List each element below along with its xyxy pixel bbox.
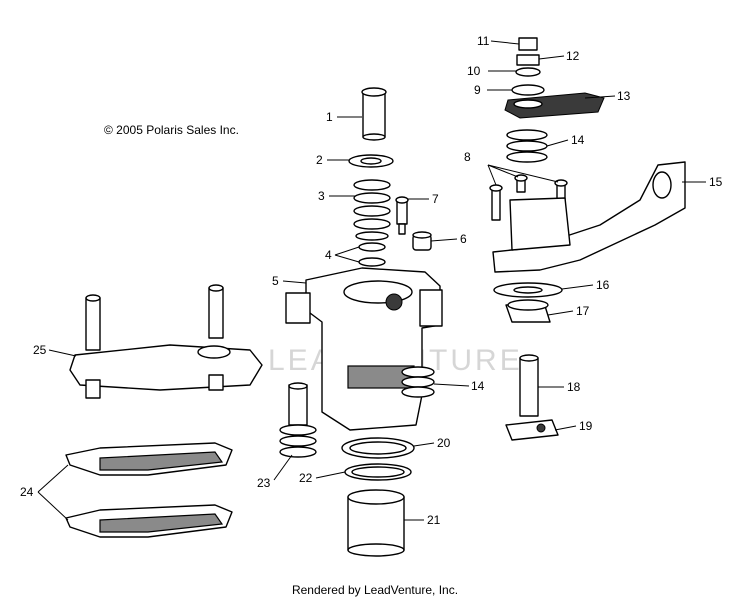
part-13-arm — [504, 92, 605, 119]
callout-18: 18 — [567, 380, 581, 394]
callout-3: 3 — [318, 189, 325, 203]
part-6-cap — [412, 231, 432, 251]
callout-5: 5 — [272, 274, 279, 288]
part-11-nut — [518, 37, 538, 51]
part-9-washer — [511, 84, 545, 96]
callout-14-upper: 14 — [571, 133, 585, 147]
callout-22: 22 — [299, 471, 313, 485]
part-18-shaft — [519, 354, 539, 417]
part-20-seal — [341, 437, 415, 459]
callout-8: 8 — [464, 150, 471, 164]
part-19-lever — [505, 419, 559, 441]
callout-6: 6 — [460, 232, 467, 246]
callout-12: 12 — [566, 49, 580, 63]
part-10-washer — [515, 67, 541, 77]
callout-4: 4 — [325, 248, 332, 262]
part-7-bleeder-valve — [395, 196, 409, 235]
part-24-brake-pad-lower — [65, 504, 233, 538]
part-14-boot-upper — [506, 129, 548, 163]
callout-15: 15 — [709, 175, 723, 189]
callout-1: 1 — [326, 110, 333, 124]
callout-21: 21 — [427, 513, 441, 527]
footer-credit: Rendered by LeadVenture, Inc. — [291, 583, 459, 597]
part-25-bracket — [69, 284, 263, 399]
callout-11: 11 — [477, 34, 490, 48]
callout-19: 19 — [579, 419, 593, 433]
part-16-gasket — [493, 282, 563, 298]
callout-labels: 1 2 3 4 5 6 7 8 9 10 11 12 13 14 14 15 1… — [20, 34, 723, 527]
part-2-washer — [348, 154, 394, 168]
part-24-brake-pad-upper — [65, 442, 233, 476]
part-1-pin — [361, 87, 387, 141]
callout-23: 23 — [257, 476, 271, 490]
copyright-text: © 2005 Polaris Sales Inc. — [104, 123, 239, 137]
leader-lines — [37, 40, 706, 521]
part-17-cam — [505, 299, 551, 323]
callout-20: 20 — [437, 436, 451, 450]
callout-9: 9 — [474, 83, 481, 97]
callout-16: 16 — [596, 278, 610, 292]
part-12-nut — [516, 54, 540, 66]
part-21-piston — [347, 489, 405, 557]
part-4-o-rings — [358, 242, 386, 267]
part-14-boot-lower — [401, 366, 435, 398]
callout-24: 24 — [20, 485, 34, 499]
callout-17: 17 — [576, 304, 590, 318]
callout-14-lower: 14 — [471, 379, 485, 393]
part-22-seal — [344, 463, 412, 481]
callout-7: 7 — [432, 192, 439, 206]
callout-10: 10 — [467, 64, 481, 78]
callout-2: 2 — [316, 153, 323, 167]
part-15-mount-bracket — [492, 161, 686, 273]
callout-25: 25 — [33, 343, 47, 357]
callout-13: 13 — [617, 89, 631, 103]
part-3-spring — [353, 179, 391, 241]
part-23-slide-pin — [279, 382, 317, 458]
